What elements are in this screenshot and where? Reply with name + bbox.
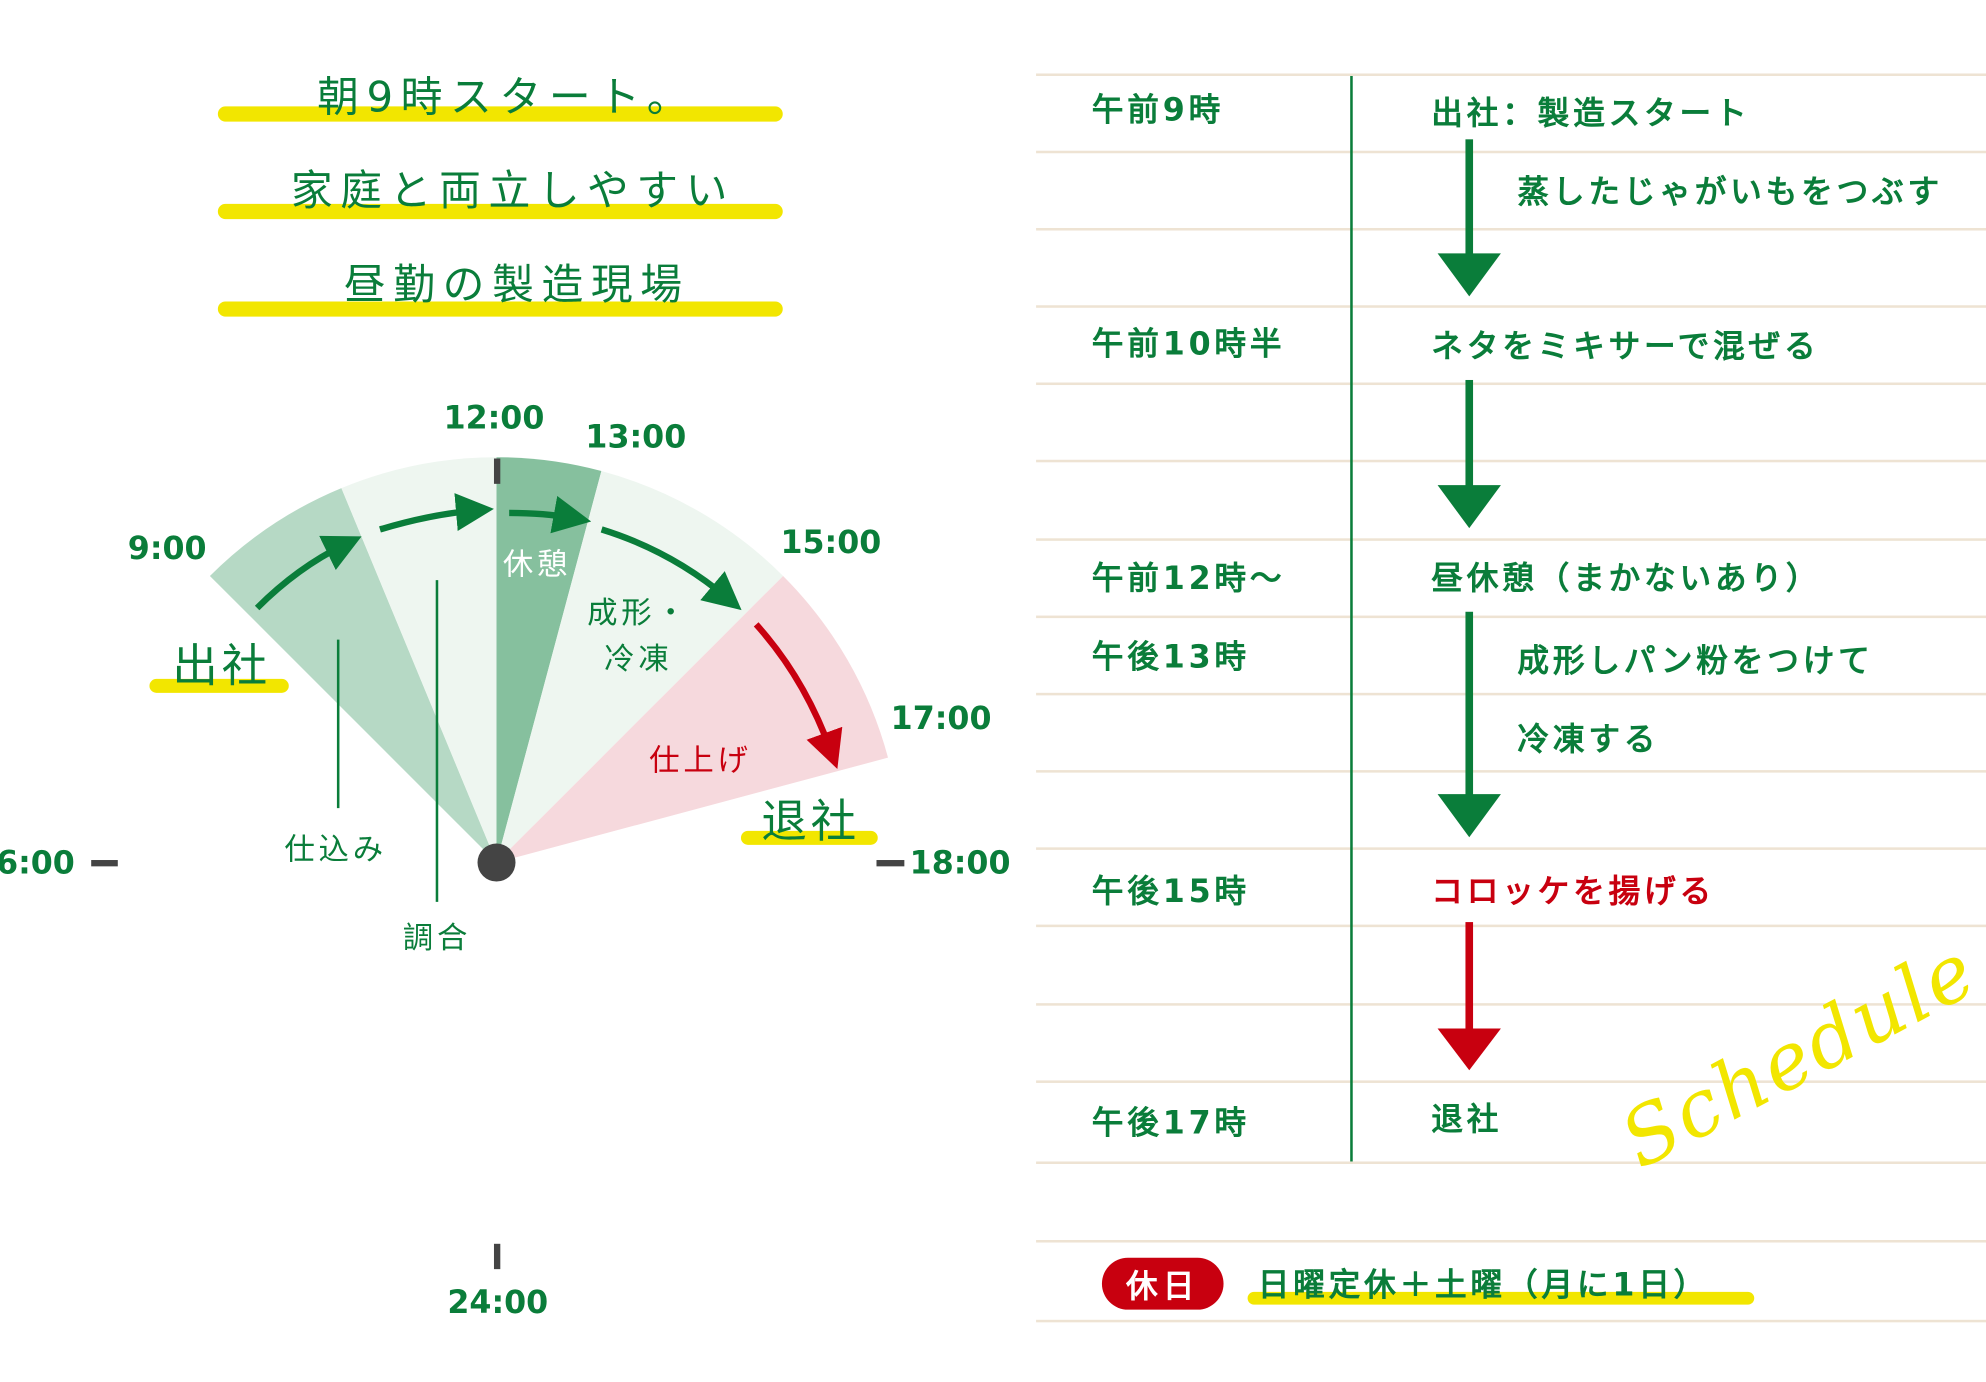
hour-label: 24:00	[447, 1283, 549, 1321]
schedule-script-title: Schedule	[1605, 922, 1986, 1187]
arrow-mix	[379, 493, 494, 533]
ruled-line	[1036, 615, 1986, 619]
headline-line-2: 家庭と両立しやすい	[290, 165, 736, 216]
time-label: 午後15時	[1091, 872, 1250, 910]
ruled-line	[1036, 1319, 1986, 1323]
dial-center	[477, 843, 516, 882]
segment-label-prep: 仕込み	[284, 831, 387, 867]
event-label: 出社：製造スタート	[1431, 94, 1751, 132]
ruled-line	[1036, 382, 1986, 386]
ruled-line	[1036, 538, 1986, 541]
timeline-divider	[1350, 75, 1353, 1162]
tick-12	[493, 458, 501, 484]
time-label: 午前12時〜	[1091, 559, 1286, 597]
event-label: 蒸したじゃがいもをつぶす	[1517, 173, 1943, 211]
ruled-line	[1036, 1003, 1986, 1006]
highlight	[217, 301, 783, 317]
time-label: 午前10時半	[1091, 325, 1286, 363]
highlight	[1247, 1291, 1755, 1305]
ruled-line	[1036, 1161, 1986, 1165]
arrow-finish	[753, 622, 843, 769]
ruled-line	[1036, 227, 1986, 231]
arrow-down-icon	[1437, 379, 1501, 529]
segment-label-break: 休憩	[502, 546, 572, 583]
event-label: 成形しパン粉をつけて	[1517, 642, 1874, 679]
time-label: 午後17時	[1091, 1104, 1250, 1142]
timeline-arrows	[1437, 139, 1501, 1071]
arrow-down-icon	[1437, 611, 1501, 838]
segment-label-mix: 調合	[402, 920, 472, 956]
hour-label: 9:00	[127, 530, 207, 567]
arrow-prep	[254, 535, 362, 611]
ruled-line	[1036, 692, 1986, 696]
highlight	[217, 203, 783, 220]
ruled-line	[1036, 1240, 1986, 1243]
highlight	[740, 830, 878, 845]
holiday-badge: 休日	[1101, 1257, 1224, 1310]
time-label: 午後13時	[1091, 638, 1250, 676]
dial-segment	[496, 471, 784, 863]
ruled-line	[1036, 305, 1986, 308]
tick-18	[876, 860, 905, 867]
event-label: 冷凍する	[1517, 720, 1660, 758]
headline-line-1: 朝9時スタート。	[317, 72, 697, 122]
ruled-line	[1036, 1080, 1986, 1083]
arrow-break	[509, 495, 592, 534]
highlight	[149, 678, 289, 693]
arrow-down-icon	[1437, 139, 1501, 297]
ruled-line	[1036, 847, 1986, 850]
hour-label: 6:00	[0, 844, 75, 881]
ruled-line	[1036, 459, 1986, 463]
arrow-down-icon	[1437, 922, 1501, 1071]
arrow-shaping	[600, 526, 742, 611]
event-label: ネタをミキサーで混ぜる	[1431, 328, 1820, 365]
holiday-text: 日曜定休＋土曜（月に1日）	[1257, 1266, 1710, 1304]
hour-label: 15:00	[780, 523, 882, 561]
event-label: 昼休憩（まかないあり）	[1431, 559, 1822, 597]
ruled-line	[1036, 73, 1986, 76]
ruled-line	[1036, 150, 1986, 154]
hour-label: 13:00	[585, 418, 687, 456]
hour-label: 12:00	[443, 399, 545, 437]
ruled-line	[1036, 770, 1986, 773]
dial-segment	[496, 457, 602, 863]
ruled-line	[1036, 924, 1986, 928]
tick-6	[91, 860, 118, 867]
hour-label: 17:00	[890, 699, 992, 737]
tick-24	[493, 1243, 501, 1270]
event-label: コロッケを揚げる	[1431, 872, 1715, 910]
clock-dial	[91, 457, 905, 1270]
hour-label: 18:00	[909, 844, 1011, 881]
segment-label-shaping-freeze: 成形・冷凍	[587, 595, 690, 677]
event-label: 退社	[1431, 1100, 1503, 1138]
time-label: 午前9時	[1091, 91, 1225, 128]
arrive-label: 出社	[172, 640, 272, 693]
leave-label: 退社	[761, 796, 861, 849]
dial-segment	[341, 457, 497, 863]
headline-line-3: 昼勤の製造現場	[343, 259, 690, 310]
segment-label-finish: 仕上げ	[649, 742, 752, 779]
dial-segment	[496, 575, 889, 863]
highlight	[217, 106, 783, 122]
